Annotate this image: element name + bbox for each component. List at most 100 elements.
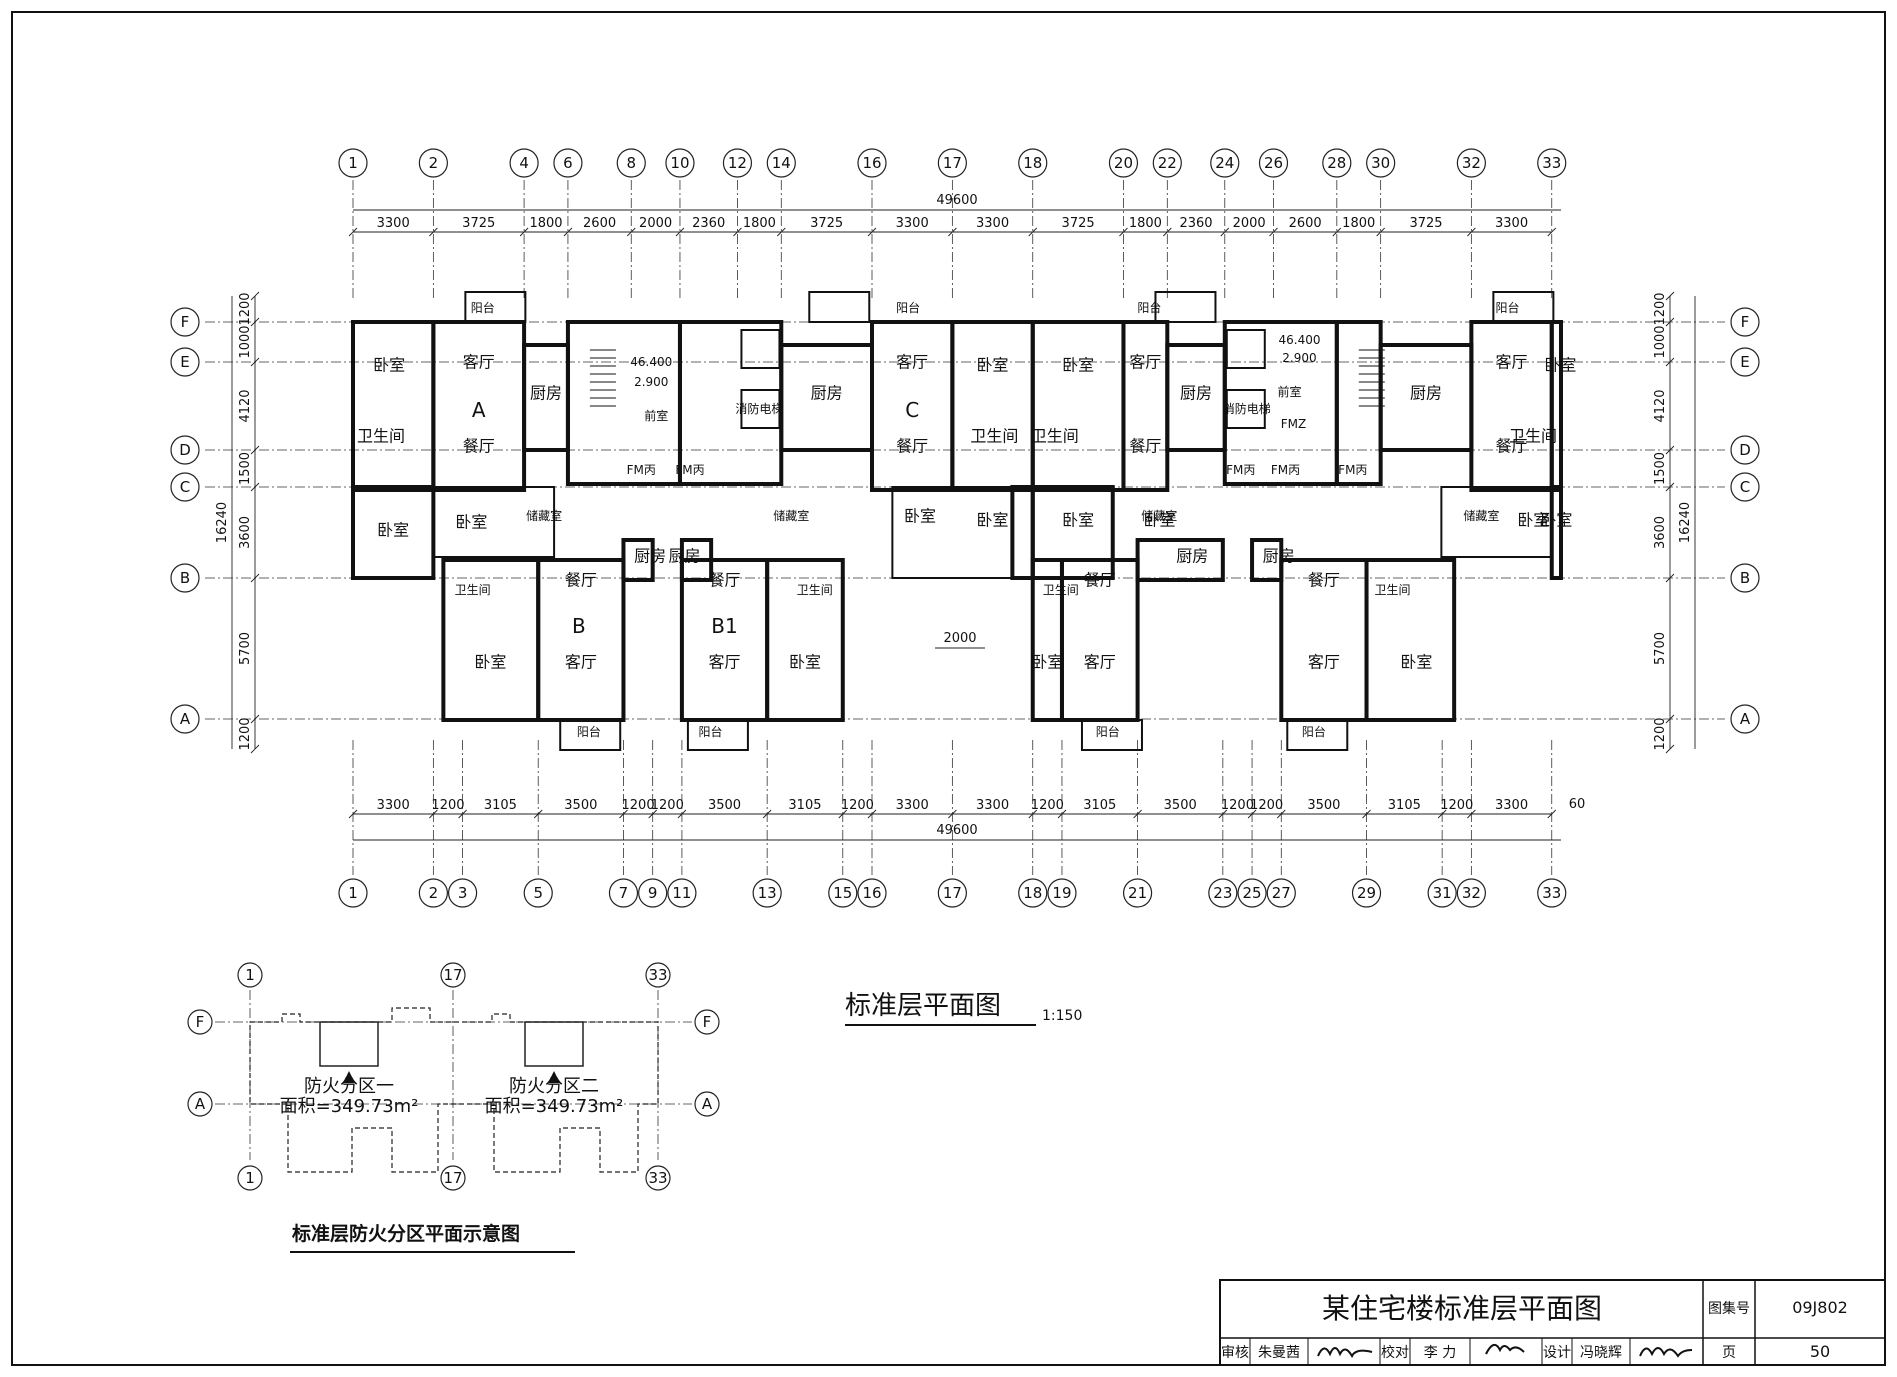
room-balcony: 阳台	[471, 300, 495, 315]
top-dim-tick	[1162, 227, 1172, 237]
axis-left-B-label: B	[180, 569, 190, 587]
wall-balcony-c	[808, 291, 871, 323]
top-dim-value: 2360	[692, 216, 725, 231]
room-kitchen: 厨房	[1263, 547, 1295, 566]
left-dim-tick	[250, 714, 260, 724]
right-dim-value: 3600	[1653, 516, 1668, 549]
room-storage: 储藏室	[526, 508, 562, 523]
axis-bottom-32	[1456, 878, 1486, 908]
axis-top-18-label: 18	[1023, 154, 1042, 172]
wall-balcony-a	[464, 291, 527, 323]
wall-balcony-b	[559, 719, 622, 751]
wall-bedroom-row2-4	[1549, 485, 1563, 580]
room-balcony: 阳台	[896, 300, 920, 315]
axis-top-33-label: 33	[1542, 154, 1561, 172]
fz-axis-right-label: F	[703, 1013, 712, 1031]
axis-right-A	[1730, 704, 1760, 734]
axis-bottom-33	[1537, 878, 1567, 908]
axis-top-24	[1210, 148, 1240, 178]
fz-axis-right-A	[694, 1091, 720, 1117]
top-dim-tick	[1119, 227, 1128, 237]
fz-axis-bottom-label: 33	[648, 1169, 667, 1187]
axis-top-22	[1152, 148, 1182, 178]
room-bath: 卫生间	[1043, 583, 1079, 597]
top-dim-value: 2000	[1233, 216, 1266, 231]
wall-bedroom-row2-2	[1010, 485, 1035, 580]
checker-name: 李 力	[1424, 1345, 1456, 1361]
room-bedroom: 卧室	[1544, 356, 1576, 375]
top-dim-tick	[1220, 227, 1230, 237]
room-storage: 储藏室	[1141, 508, 1177, 523]
room-bedroom: 卧室	[1400, 653, 1432, 672]
bottom-dim-value: 1200	[1031, 798, 1064, 813]
bottom-dim-tick	[1057, 809, 1067, 819]
stair-level-high: 46.400	[1278, 333, 1320, 347]
axis-top-30	[1366, 148, 1396, 178]
fire-zone-outline	[249, 1007, 659, 1173]
top-dim-tick	[675, 227, 685, 237]
axis-top-26	[1258, 148, 1289, 178]
top-dim-tick	[429, 227, 438, 237]
room-living: 客厅	[709, 653, 741, 672]
room-storage: 储藏室	[1463, 508, 1499, 523]
top-dim-value: 3725	[810, 216, 843, 231]
room-kitchen: 厨房	[1176, 547, 1208, 566]
room-balcony: 阳台	[577, 724, 601, 739]
bottom-dim-value: 3105	[484, 798, 517, 813]
axis-top-16-label: 16	[862, 154, 881, 172]
building-walls	[351, 291, 1563, 751]
axis-bottom-18	[1018, 878, 1048, 908]
axis-bottom-29-label: 29	[1357, 884, 1376, 902]
unit-label-c: C	[905, 398, 919, 422]
right-dim-tick	[1665, 445, 1675, 455]
wall-bedroom-row2-mid1	[891, 486, 1014, 579]
fm-door-label: FM丙	[675, 463, 704, 477]
axis-right-E-label: E	[1740, 353, 1749, 371]
wall-bedroom-c2	[1030, 320, 1126, 492]
axis-bottom-13-label: 13	[758, 884, 777, 902]
axis-bottom-3	[447, 878, 478, 908]
room-bath: 卫生间	[455, 583, 491, 597]
bottom-dim-value: 1200	[1221, 798, 1254, 813]
fz-axis-bottom-17	[440, 1165, 466, 1191]
bottom-dim-value: 3105	[1388, 798, 1421, 813]
bottom-dim-tick	[867, 809, 877, 819]
axis-top-28-label: 28	[1327, 154, 1346, 172]
top-dim-value: 3725	[1409, 216, 1442, 231]
fz-axis-bottom-33	[645, 1165, 671, 1191]
fz-axis-left-label: A	[195, 1095, 206, 1113]
top-dim-tick	[733, 227, 742, 237]
stair-core-2	[524, 1021, 584, 1067]
title-block: 某住宅楼标准层平面图 图集号 09J802 审核 朱曼茜 校对 李 力 设计 冯…	[1219, 1279, 1886, 1366]
axis-top-17-label: 17	[943, 154, 962, 172]
top-dim-value: 2360	[1179, 216, 1212, 231]
axis-top-12-label: 12	[728, 154, 747, 172]
design-label: 设计	[1543, 1345, 1571, 1361]
axis-bottom-31	[1427, 878, 1457, 908]
top-dim-value: 3725	[1062, 216, 1095, 231]
room-living: 客厅	[896, 353, 928, 372]
right-dim-value: 1200	[1653, 717, 1668, 750]
bottom-dim-value: 3300	[377, 798, 410, 813]
unit-label-a: A	[472, 398, 486, 422]
room-kitchen: 厨房	[1410, 384, 1442, 403]
sheet-border	[11, 11, 1886, 1366]
axis-right-C	[1730, 472, 1760, 502]
axis-bottom-18-label: 18	[1023, 884, 1042, 902]
room-balcony: 阳台	[1137, 300, 1161, 315]
bottom-dim-tick	[948, 809, 957, 819]
fz-axis-right-F	[694, 1009, 720, 1035]
axis-bottom-9	[638, 878, 668, 908]
bottom-dim-tick	[1362, 809, 1371, 819]
left-dim-value: 5700	[238, 632, 253, 665]
axis-bottom-5-label: 5	[533, 884, 543, 902]
axis-bottom-25	[1237, 878, 1267, 908]
axis-right-F	[1730, 307, 1760, 337]
bottom-dim-value: 3300	[1495, 798, 1528, 813]
axis-left-E	[170, 347, 200, 377]
room-balcony: 阳台	[699, 724, 723, 739]
fm-door-label: FM丙	[627, 463, 656, 477]
axis-top-2	[418, 148, 448, 178]
fz-axis-right-label: A	[702, 1095, 713, 1113]
